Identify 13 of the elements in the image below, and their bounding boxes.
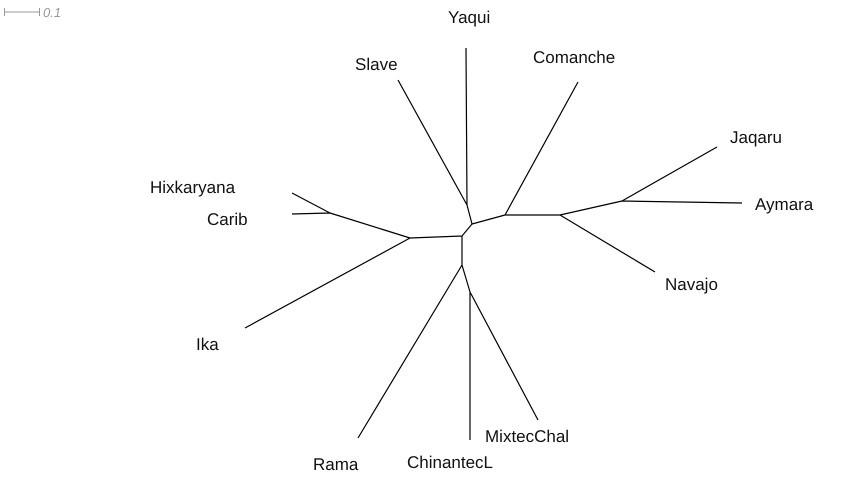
leaf-label: Rama: [313, 455, 358, 475]
scale-label: 0.1: [43, 5, 62, 20]
leaf-label: Aymara: [755, 195, 814, 215]
leaf-label: ChinantecL: [407, 453, 494, 473]
leaf-label: Navajo: [665, 275, 718, 295]
leaf-label: Hixkaryana: [150, 178, 236, 198]
leaf-label: Ika: [196, 335, 219, 355]
leaf-label: Jaqaru: [730, 128, 782, 148]
leaf-label: MixtecChal: [485, 427, 570, 447]
leaf-label: Slave: [355, 55, 398, 75]
leaf-label: Carib: [207, 210, 248, 230]
leaf-label: Yaqui: [448, 8, 490, 28]
leaf-label: Comanche: [533, 48, 616, 68]
